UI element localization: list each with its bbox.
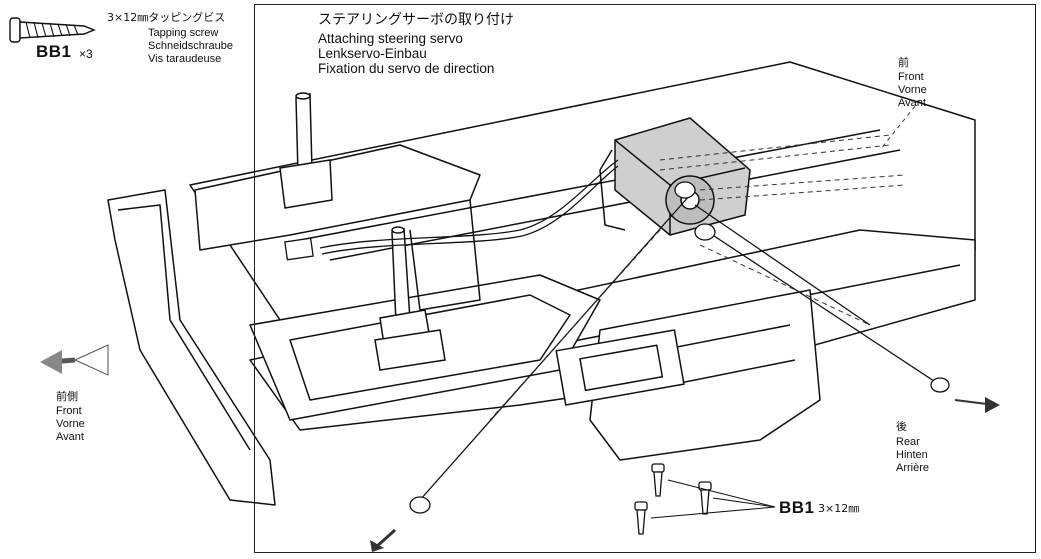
front-top-en: Front xyxy=(898,71,924,83)
step-title-jp: ステアリングサーボの取り付け xyxy=(318,12,514,28)
steering-servo xyxy=(599,117,751,236)
screw-code: BB1 xyxy=(36,42,72,61)
step-title-en: Attaching steering servo xyxy=(318,31,463,46)
body-post-right xyxy=(374,226,446,371)
bb1-label-size: 3×12㎜ xyxy=(818,502,860,515)
front-left-fr: Avant xyxy=(56,431,84,443)
rod-end-arrow xyxy=(370,528,397,552)
front-top-jp: 前 xyxy=(898,56,909,69)
front-left-en: Front xyxy=(56,405,82,417)
rear-direction-arrow xyxy=(954,397,1000,413)
step-frame xyxy=(254,4,1036,553)
rear-en: Rear xyxy=(896,436,920,448)
rear-jp: 後 xyxy=(896,420,907,433)
front-left-de: Vorne xyxy=(56,418,85,430)
screw-quantity: ×3 xyxy=(79,47,93,61)
screw-name-fr: Vis taraudeuse xyxy=(148,53,222,65)
front-top-fr: Avant xyxy=(898,97,926,109)
guide-lines xyxy=(489,134,906,421)
body-post-left xyxy=(279,92,333,209)
front-left-jp: 前側 xyxy=(56,390,78,403)
screw-spec-jp: 3×12㎜タッピングビス xyxy=(107,11,226,24)
front-top-de: Vorne xyxy=(898,84,927,96)
rear-de: Hinten xyxy=(896,449,928,461)
servo-wire xyxy=(284,159,619,261)
bb1-leader-lines xyxy=(650,479,776,519)
bb1-label-code: BB1 xyxy=(779,498,815,517)
rear-fr: Arrière xyxy=(896,462,930,474)
screw-name-en: Tapping screw xyxy=(148,27,219,39)
bb1-screws xyxy=(634,463,712,535)
front-guide-arrow xyxy=(879,99,921,151)
front-direction-arrow xyxy=(40,344,109,376)
step-title-de: Lenkservo-Einbau xyxy=(318,46,427,61)
screw-name-de: Schneidschraube xyxy=(148,40,234,52)
tapping-screw-icon xyxy=(9,17,96,43)
step-title-fr: Fixation du servo de direction xyxy=(318,61,495,76)
